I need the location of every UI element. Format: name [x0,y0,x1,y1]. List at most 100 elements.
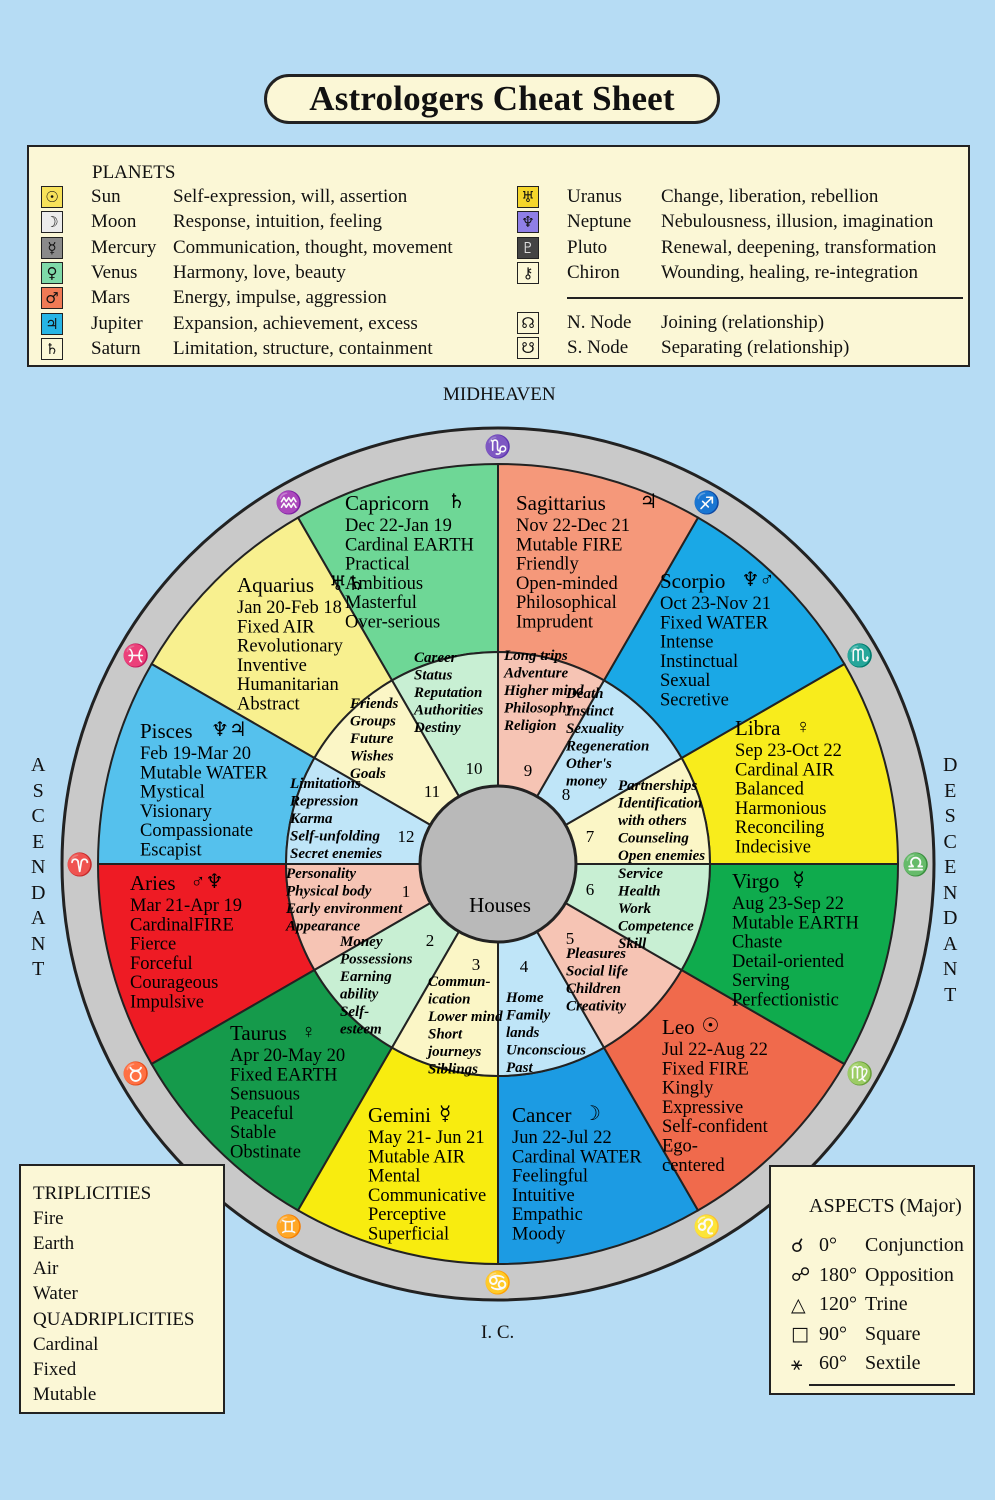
house-number: 1 [402,882,411,901]
planet-name: S. Node [567,337,629,359]
gemini-sign-icon: ♊ [275,1214,302,1239]
sign-name: Scorpio [660,569,725,593]
mars-glyph-icon: ♂ [41,287,63,310]
sign-trait: Jan 20-Feb 18 [237,598,342,618]
house-keyword: Authorities [413,703,483,719]
sign-trait: Moody [512,1225,566,1245]
house-keyword: ability [340,987,379,1003]
ruler-icon: ♆♂ [742,569,775,591]
sign-trait: Impulsive [130,993,204,1013]
house-block-2: MoneyPossessionsEarningabilitySelf-estee… [339,931,434,1038]
planets-heading: PLANETS [92,162,176,183]
house-keyword: Possessions [340,952,413,968]
n-node-glyph-icon: ☊ [517,312,539,334]
sign-trait: Empathic [512,1205,583,1225]
quadriplicities-heading: QUADRIPLICITIES [33,1309,195,1330]
house-keyword: Children [566,981,621,997]
aspect-name: Conjunction [865,1234,964,1256]
planet-name: Mars [91,287,131,309]
house-keyword: Secret enemies [290,846,382,862]
quadriplicity-cardinal: Cardinal [33,1334,99,1355]
house-keyword: money [566,774,607,790]
house-keyword: Goals [350,766,386,782]
sign-trait: Humanitarian [237,675,339,695]
house-keyword: Home [505,990,544,1006]
planet-name: Moon [91,211,137,233]
pisces-sign-icon: ♓ [122,643,149,668]
taurus-sign-icon: ♉ [122,1061,149,1086]
libra-sign-icon: ♎ [902,852,929,877]
planet-meaning: Communication, thought, movement [173,236,453,258]
sign-trait: Apr 20-May 20 [230,1046,345,1066]
house-number: 9 [524,761,533,780]
triplicity-earth: Earth [33,1233,75,1254]
triplicities-box: TRIPLICITIES Fire Earth Air Water QUADRI… [19,1164,225,1414]
sign-trait: Inventive [237,656,307,676]
house-number: 11 [424,782,440,801]
sign-name: Pisces [140,719,193,743]
triplicities-heading: TRIPLICITIES [33,1183,152,1204]
sign-trait: Fixed AIR [237,617,315,637]
aspect-degree: 180° [819,1263,857,1286]
house-block-12: LimitationsRepressionKarmaSelf-unfolding… [289,776,415,862]
planet-meaning: Wounding, healing, re-integration [661,261,919,283]
house-keyword: Friends [349,696,399,712]
descendant-letter: D [943,907,958,929]
sign-trait: Oct 23-Nov 21 [660,594,771,614]
sign-trait: Feb 19-Mar 20 [140,744,251,764]
planet-name: N. Node [567,312,632,333]
sign-trait: Fixed EARTH [230,1065,337,1085]
scorpio-sign-icon: ♏ [846,643,873,668]
ruler-icon: ♆♃ [211,719,247,741]
sign-trait: Serving [732,971,790,991]
planet-meaning: Limitation, structure, containment [173,337,433,359]
uranus-glyph-icon: ♅ [517,186,539,208]
house-keyword: Destiny [413,720,461,736]
ruler-icon: ♀ [796,716,811,738]
sign-name: Libra [735,716,781,740]
trine-icon: △ [791,1293,806,1316]
triplicity-air: Air [33,1258,59,1279]
sign-trait: Jun 22-Jul 22 [512,1128,612,1148]
descendant-letter: D [943,754,958,776]
sign-trait: Revolutionary [237,637,344,657]
chiron-glyph-icon: ⚷ [517,261,539,284]
sign-trait: Fixed FIRE [662,1059,749,1079]
sign-name: Gemini [368,1103,431,1127]
sign-trait: Superficial [368,1225,449,1245]
sign-trait: Mutable WATER [140,763,268,783]
aspects-heading: ASPECTS (Major) [809,1195,962,1217]
ruler-icon: ♅♄ [329,573,365,595]
house-keyword: Partnerships [618,778,697,794]
sign-trait: Ego- [662,1137,698,1157]
aspect-square: □90°Square [791,1323,921,1346]
sign-trait: Compassionate [140,821,253,841]
mercury-glyph-icon: ☿ [41,236,63,259]
house-number: 2 [426,931,435,950]
sign-trait: Over-serious [345,613,440,633]
sign-trait: Obstinate [230,1143,301,1163]
sign-trait: Imprudent [516,613,594,633]
house-keyword: lands [506,1025,540,1041]
sign-trait: Cardinal AIR [735,760,835,780]
house-keyword: Long trips [503,648,568,664]
descendant-letter: C [943,830,957,853]
planet-meaning: Self-expression, will, assertion [173,186,408,207]
aspect-degree: 0° [819,1234,837,1256]
house-keyword: Limitations [289,776,361,792]
house-keyword: Family [505,1008,551,1024]
house-keyword: Other's [566,756,612,772]
sign-trait: Fixed WATER [660,613,769,633]
sign-name: Leo [662,1015,695,1039]
house-keyword: Competence [618,919,694,935]
sign-trait: Courageous [130,973,218,993]
house-keyword: Siblings [428,1062,478,1078]
sign-name: Taurus [230,1021,287,1045]
house-keyword: Karma [289,811,333,827]
house-keyword: Death [565,686,604,702]
